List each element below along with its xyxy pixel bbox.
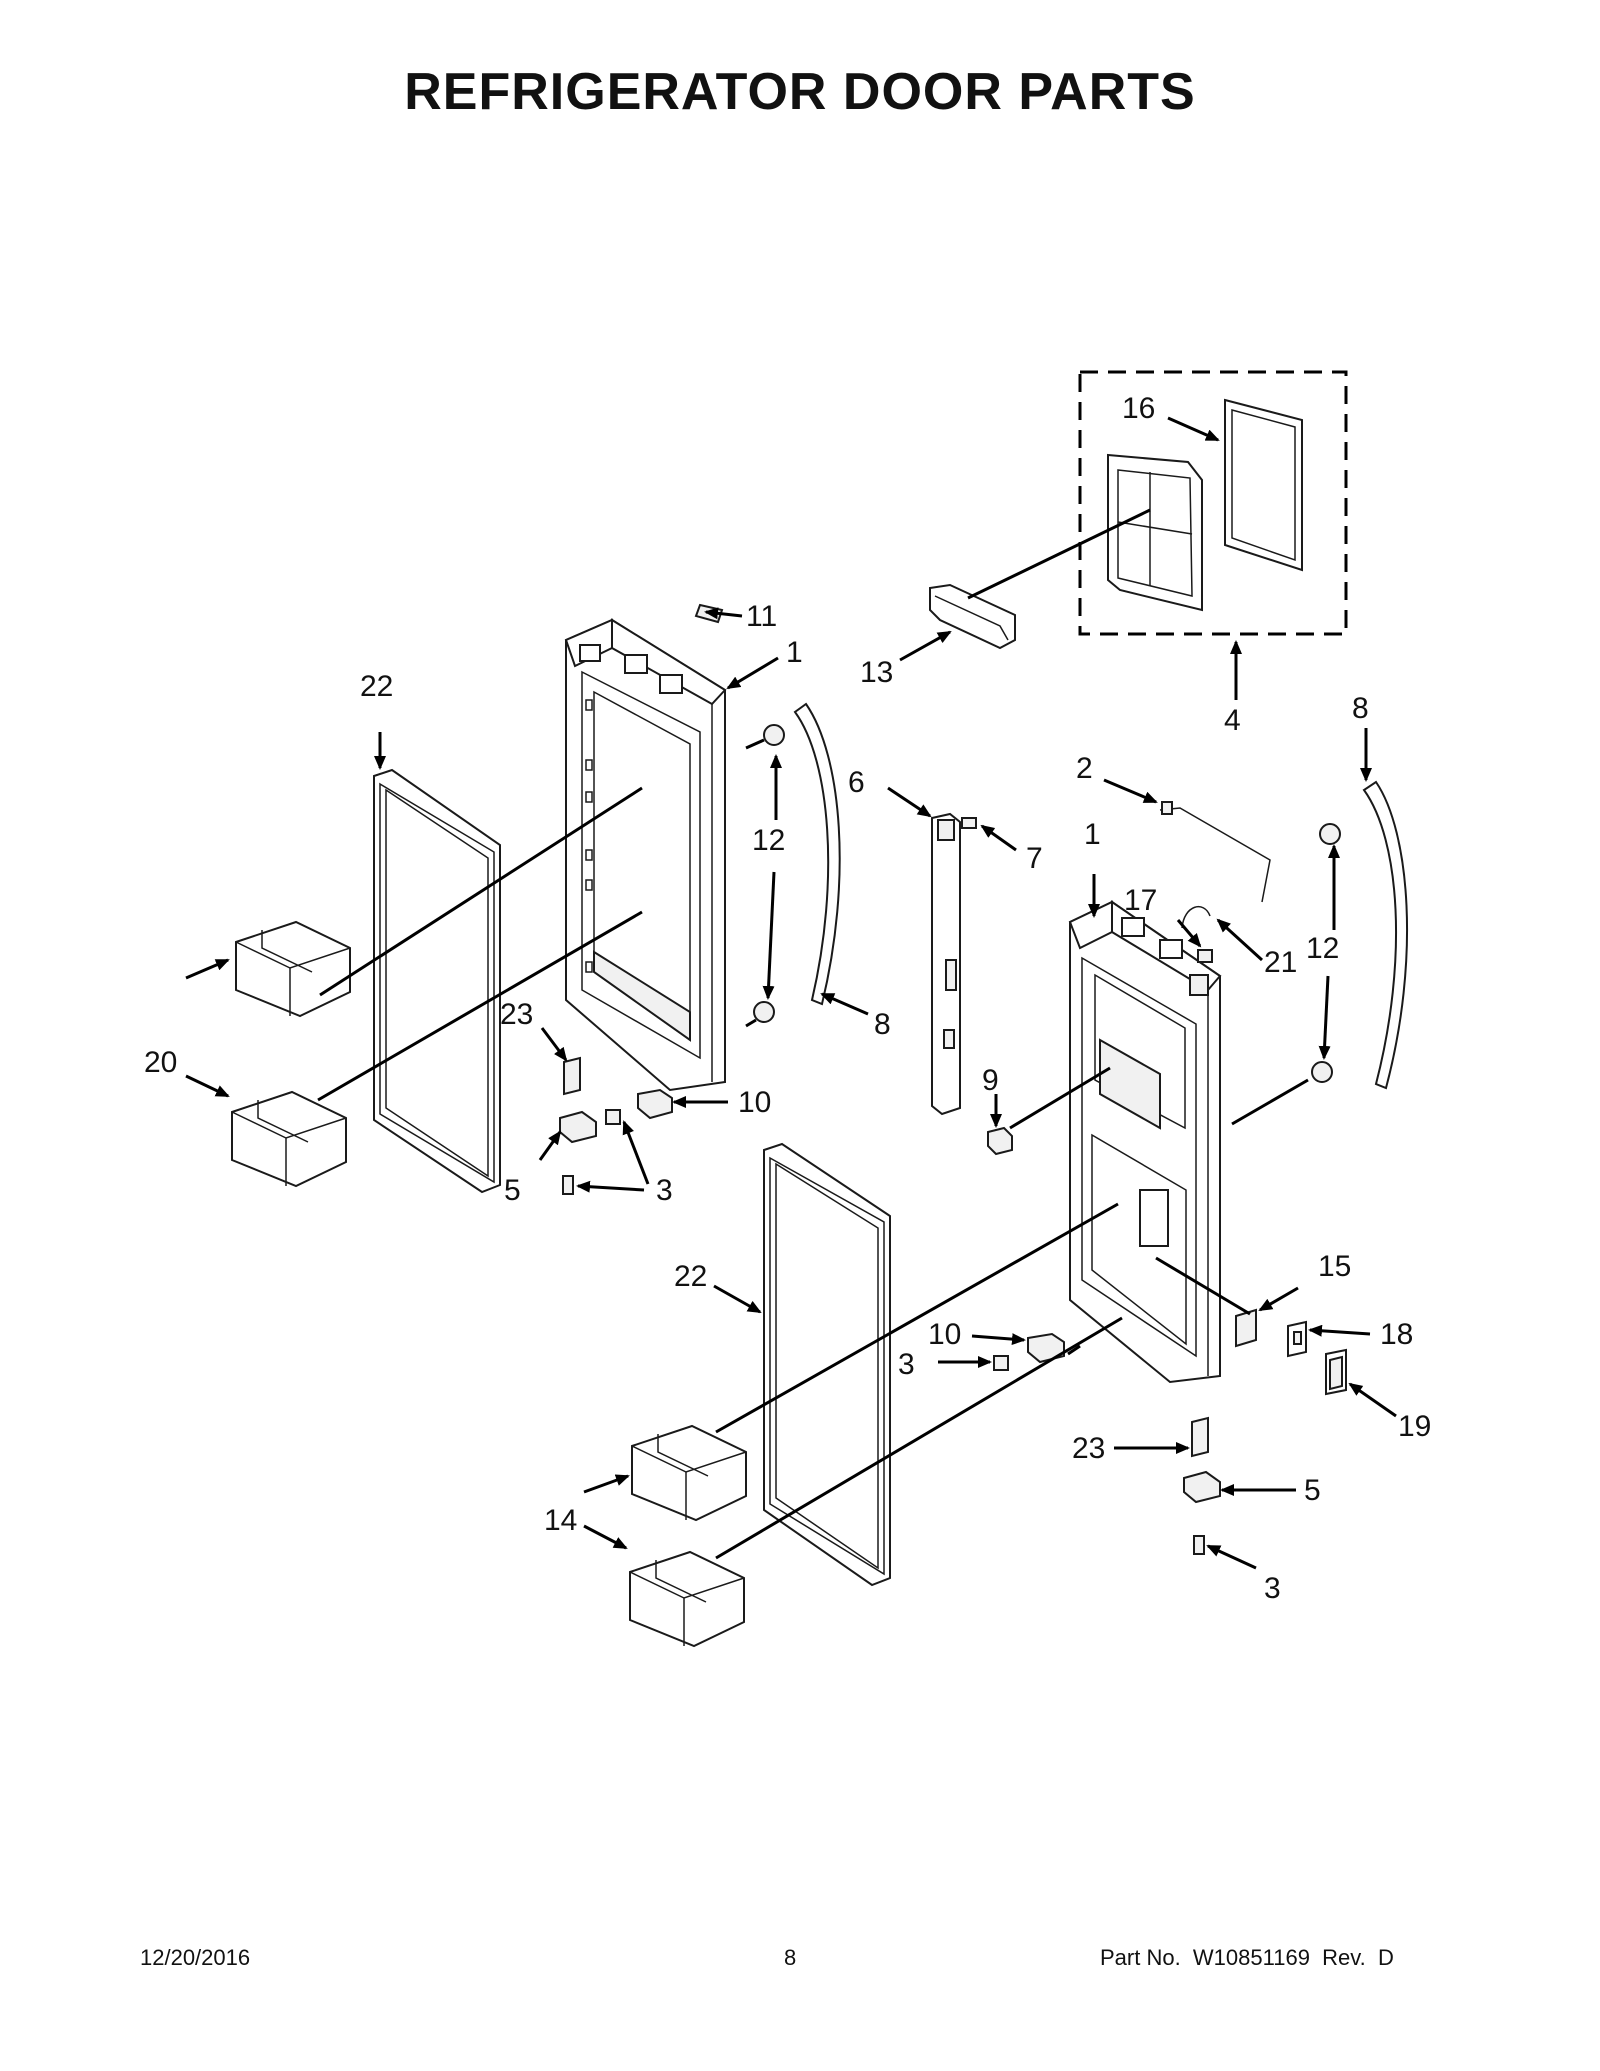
part-18-switch-plate — [1287, 1320, 1307, 1358]
part-12-left-standoff-lower — [753, 1001, 775, 1023]
part-14-door-bin-upper — [631, 1424, 747, 1522]
footer-page-number: 8 — [784, 1945, 797, 1970]
assembly-lines — [317, 508, 1309, 1560]
part-7-screw — [961, 817, 977, 829]
crisper-cover-kit-group — [1078, 370, 1348, 636]
part-23-left-hinge-pin — [563, 1056, 581, 1096]
callout-9: 9 — [982, 1064, 999, 1097]
part-4-cover-frame — [1107, 453, 1203, 612]
callout-13: 13 — [860, 656, 893, 689]
callout-19: 19 — [1398, 1410, 1431, 1443]
callout-18: 18 — [1380, 1318, 1413, 1351]
callout-1: 1 — [786, 636, 803, 669]
part-12-right-standoff-upper — [1319, 823, 1341, 845]
callout-arrows — [185, 416, 1397, 1570]
part-3-right-screw-upper — [993, 1355, 1009, 1371]
part-5-right-hinge-bracket — [1183, 1470, 1221, 1504]
callout-22: 22 — [674, 1260, 707, 1293]
part-10-right-cam — [1027, 1332, 1065, 1364]
callout-15: 15 — [1318, 1250, 1351, 1283]
part-1-right-door — [1068, 900, 1222, 1384]
callout-23: 23 — [500, 998, 533, 1031]
callout-labels: 16 11 1 13 4 22 8 6 12 2 7 1 17 21 12 8 … — [144, 392, 1431, 1605]
footer-date: 12/20/2016 — [140, 1945, 251, 1970]
part-2-wire-harness — [1159, 801, 1271, 903]
callout-17: 17 — [1124, 884, 1157, 917]
part-16-gasket — [1224, 398, 1303, 572]
callout-20: 20 — [144, 1046, 177, 1079]
callout-3: 3 — [1264, 1572, 1281, 1605]
part-23-right-hinge-pin — [1191, 1416, 1209, 1458]
callout-3: 3 — [898, 1348, 915, 1381]
callout-23: 23 — [1072, 1432, 1105, 1465]
callout-2: 2 — [1076, 752, 1093, 785]
callout-16: 16 — [1122, 392, 1155, 425]
callout-6: 6 — [848, 766, 865, 799]
callout-1: 1 — [1084, 818, 1101, 851]
part-8-right-handle — [1362, 780, 1409, 1090]
part-6-door-closure-bar — [931, 812, 961, 1116]
part-5-left-hinge-bracket — [559, 1110, 597, 1144]
page-title: REFRIGERATOR DOOR PARTS — [404, 63, 1196, 121]
part-22-left-gasket — [373, 768, 501, 1194]
callout-10: 10 — [738, 1086, 771, 1119]
part-8-left-handle — [793, 702, 841, 1006]
dashed-kit-box — [1078, 370, 1348, 636]
callout-12: 12 — [752, 824, 785, 857]
part-10-left-cam — [637, 1088, 673, 1120]
callout-8: 8 — [1352, 692, 1369, 725]
part-3-left-screw-upper — [605, 1109, 621, 1125]
callout-8: 8 — [874, 1008, 891, 1041]
part-12-right-standoff-lower — [1311, 1061, 1333, 1083]
part-17-grommet — [1197, 949, 1213, 963]
callout-14: 14 — [544, 1504, 577, 1537]
callout-10: 10 — [928, 1318, 961, 1351]
part-20-door-bin-lower — [231, 1090, 347, 1188]
callout-4: 4 — [1224, 704, 1241, 737]
callout-21: 21 — [1264, 946, 1297, 979]
callout-5: 5 — [1304, 1474, 1321, 1507]
part-14-door-bin-lower — [629, 1550, 745, 1648]
part-19-switch-cover — [1325, 1348, 1347, 1396]
footer-part-number: Part No. W10851169 Rev. D — [1100, 1945, 1394, 1970]
callout-11: 11 — [746, 600, 777, 633]
part-13-door-bin-small — [929, 583, 1016, 650]
callout-12: 12 — [1306, 932, 1339, 965]
callout-5: 5 — [504, 1174, 521, 1207]
part-3-left-screw-lower — [562, 1175, 574, 1195]
part-3-right-screw-lower — [1193, 1535, 1205, 1555]
part-9-block — [987, 1126, 1013, 1156]
part-15-housing — [1235, 1308, 1257, 1348]
callout-7: 7 — [1026, 842, 1043, 875]
part-20-door-bin-upper — [235, 920, 351, 1018]
part-1-left-door — [564, 618, 727, 1092]
part-12-left-standoff-upper — [763, 724, 785, 746]
callout-3: 3 — [656, 1174, 673, 1207]
callout-22: 22 — [360, 670, 393, 703]
part-21-tube — [1181, 905, 1211, 929]
